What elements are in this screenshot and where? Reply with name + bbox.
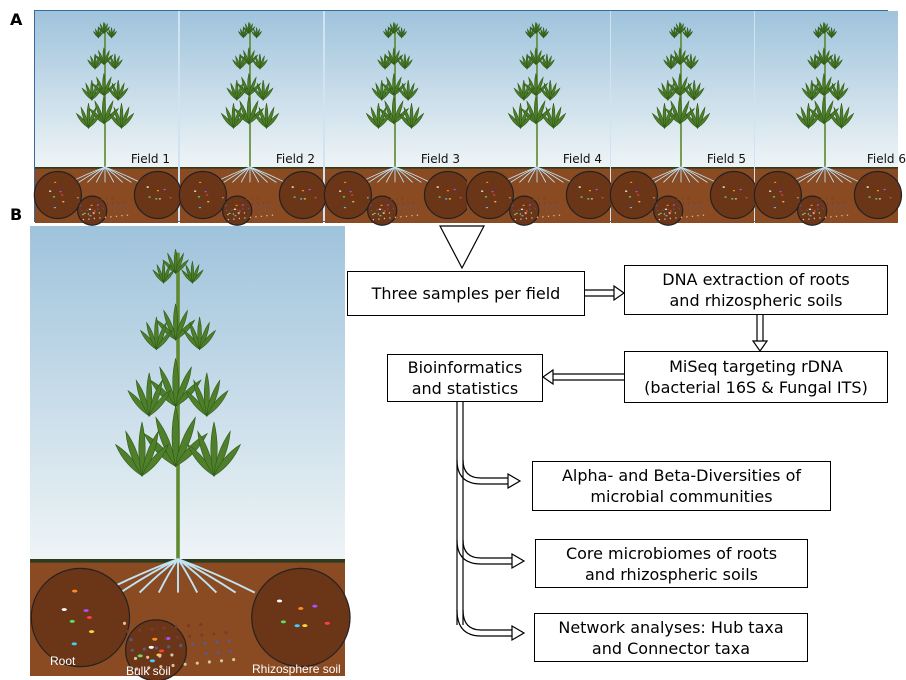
plant-illustration [33, 11, 183, 226]
network-analyses-box: Network analyses: Hub taxa and Connector… [534, 613, 808, 662]
field-tile-3: Field 3 [323, 11, 473, 226]
miseq-box: MiSeq targeting rDNA (bacterial 16S & Fu… [624, 351, 888, 403]
bulk-soil-label: Bulk soil [126, 664, 171, 678]
field-label: Field 6 [866, 152, 906, 166]
double-arrow-left-icon [541, 368, 624, 386]
plant-illustration [30, 226, 351, 680]
double-arrow-right-icon [584, 284, 626, 302]
field-image-strip: Field 1 Field 2 Field 3 Field 4 Field 5 … [33, 10, 906, 226]
plant-illustration [465, 11, 615, 226]
plant-illustration [753, 11, 903, 226]
core-microbiomes-box: Core microbiomes of roots and rhizospher… [535, 539, 808, 588]
root-label: Root [50, 654, 76, 668]
field-tile-5: Field 5 [609, 11, 759, 226]
panel-label-b: B [10, 205, 23, 224]
bioinformatics-box: Bioinformatics and statistics [387, 354, 543, 402]
field-tile-1: Field 1 [33, 11, 183, 226]
panel-label-a: A [10, 10, 23, 29]
dna-extraction-box: DNA extraction of roots and rhizospheric… [624, 265, 888, 315]
plant-illustration [323, 11, 473, 226]
field-tile-6: Field 6 [753, 11, 906, 226]
plant-illustration [609, 11, 759, 226]
double-arrow-down-icon [751, 315, 769, 353]
field-label: Field 2 [275, 152, 315, 166]
field-label: Field 5 [706, 152, 746, 166]
field-tile-2: Field 2 [178, 11, 328, 226]
branching-double-arrows [456, 401, 526, 642]
plant-illustration [178, 11, 328, 226]
field-label: Field 4 [562, 152, 602, 166]
alpha-beta-diversity-box: Alpha- and Beta-Diversities of microbial… [532, 461, 831, 511]
rhizosphere-soil-label: Rhizosphere soil [252, 662, 341, 676]
field-tile-4: Field 4 [465, 11, 615, 226]
large-plant-image: Root Bulk soil Rhizosphere soil [30, 226, 351, 680]
field-label: Field 3 [420, 152, 460, 166]
three-samples-box: Three samples per field [347, 271, 585, 316]
down-triangle-icon [439, 225, 485, 270]
field-label: Field 1 [130, 152, 170, 166]
